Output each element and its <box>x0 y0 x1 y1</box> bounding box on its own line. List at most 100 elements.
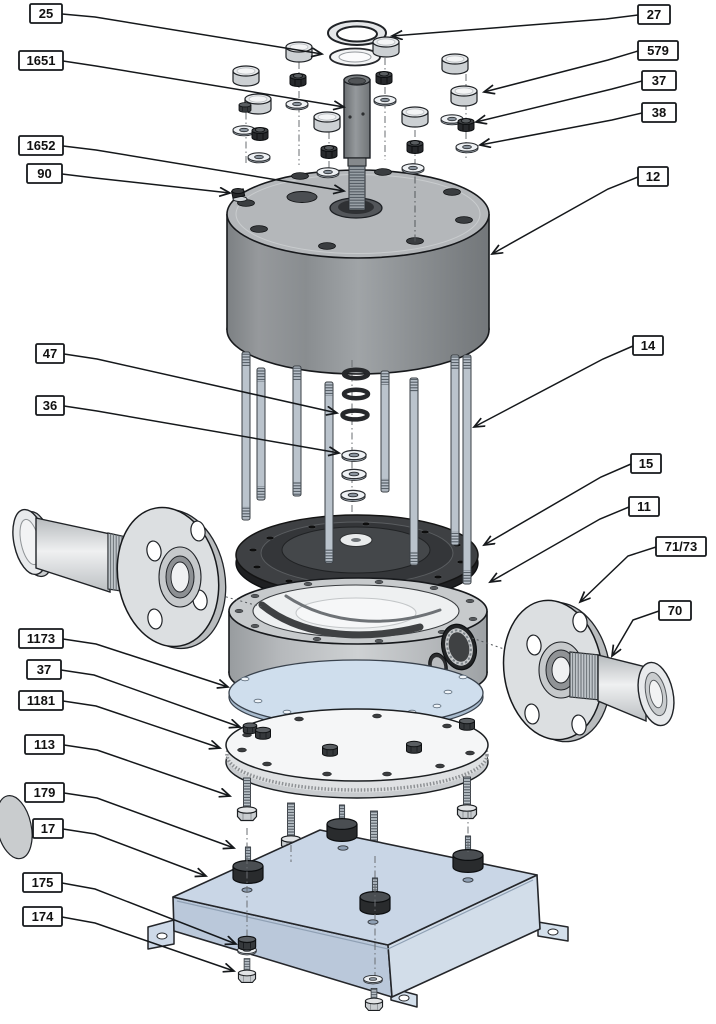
leader-line <box>490 506 630 582</box>
callout-579: 579 <box>484 40 679 92</box>
callout-box <box>35 395 65 416</box>
bolt <box>364 987 384 1011</box>
pipe-body <box>35 517 111 593</box>
callout-1652: 1652 <box>18 135 344 191</box>
callout-box <box>637 166 669 187</box>
washer <box>373 95 397 107</box>
callout-27: 27 <box>392 4 671 36</box>
callout-label: 38 <box>652 105 666 120</box>
leader-line <box>580 546 657 602</box>
cap-nut <box>457 118 475 132</box>
cap-plug <box>450 85 478 107</box>
leader-line <box>63 353 337 413</box>
cap-plug <box>401 106 429 128</box>
callout-label: 47 <box>43 346 57 361</box>
disc-bolt-holes <box>237 713 475 777</box>
callout-1651: 1651 <box>18 50 344 107</box>
callout-label: 174 <box>32 909 54 924</box>
callout-box <box>26 659 62 680</box>
callout-box <box>632 335 664 356</box>
leader-line <box>61 13 322 54</box>
leader-line <box>62 638 228 687</box>
callout-1173: 1173 <box>18 628 228 687</box>
small-screw <box>238 102 252 113</box>
plate-top-face <box>172 829 538 946</box>
callout-box <box>32 818 64 839</box>
tie-rod <box>409 377 419 566</box>
callout-box <box>641 70 677 91</box>
flange-bolt-holes <box>524 611 588 736</box>
cap-plug <box>313 111 341 133</box>
callout-box <box>24 782 65 803</box>
leader-line <box>62 828 206 876</box>
callout-label: 37 <box>652 73 666 88</box>
leader-line <box>61 173 230 193</box>
callout-box <box>18 135 64 156</box>
ring-stack <box>340 360 371 515</box>
callout-174: 174 <box>22 906 234 971</box>
callout-box <box>26 163 63 184</box>
callout-label: 175 <box>32 875 54 890</box>
callout-label: 12 <box>646 169 660 184</box>
leader-line <box>480 112 643 145</box>
washer <box>401 163 425 175</box>
leader-line <box>63 405 339 453</box>
pipe-body <box>597 654 647 723</box>
pipe-threads <box>570 652 600 700</box>
callout-box <box>637 40 679 61</box>
cap-nut <box>251 127 269 141</box>
leader-line <box>62 145 344 191</box>
callout-14: 14 <box>474 335 664 427</box>
callout-70: 70 <box>612 600 692 656</box>
callout-label: 1181 <box>27 693 55 708</box>
callout-box <box>628 496 660 517</box>
callout-box <box>22 906 63 927</box>
callout-label: 579 <box>647 43 669 58</box>
leader-line <box>62 60 344 107</box>
hex-nut <box>322 743 338 757</box>
callout-label: 11 <box>637 499 651 514</box>
washers-36 <box>340 449 367 502</box>
tie-rod <box>450 354 460 546</box>
leader-line <box>63 744 230 796</box>
callout-label: 113 <box>34 737 55 752</box>
hex-nut <box>406 740 422 754</box>
callout-label: 17 <box>41 821 55 836</box>
cap-plug <box>441 53 469 75</box>
callout-179: 179 <box>24 782 234 848</box>
leader-line <box>61 916 234 971</box>
callout-label: 1173 <box>27 631 55 646</box>
leader-line <box>612 610 660 656</box>
callout-1181: 1181 <box>18 690 220 748</box>
callout-label: 179 <box>34 785 56 800</box>
callout-box <box>35 343 65 364</box>
callout-12: 12 <box>492 166 669 254</box>
callout-box <box>641 102 677 123</box>
washer <box>455 142 479 154</box>
left-flange-assembly <box>12 506 263 650</box>
right-flange-assembly <box>0 599 675 860</box>
axis-lines-bottom <box>246 812 469 986</box>
callout-label: 1652 <box>27 138 56 153</box>
cap-plug <box>372 36 400 58</box>
callout-box <box>29 3 63 24</box>
bolt <box>456 776 478 820</box>
callout-175: 175 <box>22 872 236 944</box>
callout-label: 37 <box>37 662 51 677</box>
callout-47: 47 <box>35 343 337 413</box>
callout-label: 25 <box>39 6 53 21</box>
leader-line <box>474 345 634 427</box>
tie-rod <box>462 354 472 585</box>
casing-holes <box>234 579 478 644</box>
o-ring-27 <box>327 20 387 46</box>
callout-11: 11 <box>490 496 660 582</box>
callout-36: 36 <box>35 395 339 453</box>
callout-label: 70 <box>668 603 682 618</box>
bolt-174 <box>237 958 257 983</box>
callout-17: 17 <box>32 818 206 876</box>
washer <box>247 152 271 164</box>
bolt <box>236 777 258 822</box>
callout-37: 37 <box>476 70 677 122</box>
